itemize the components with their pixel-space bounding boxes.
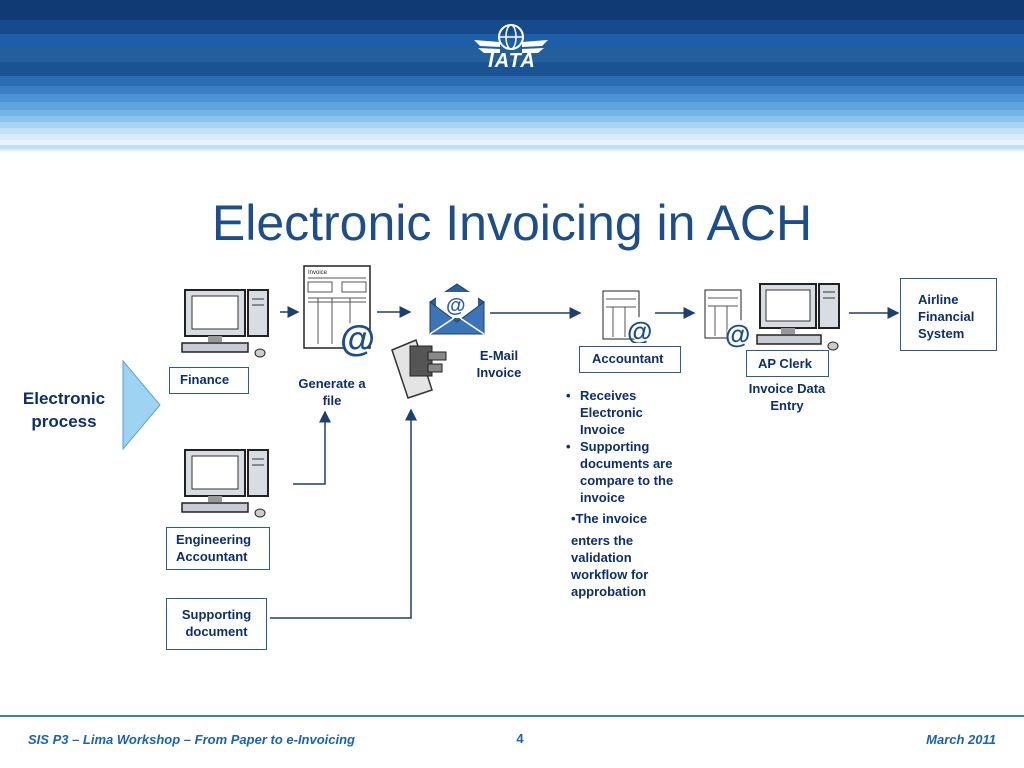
invoice-document-icon: Invoice @ — [303, 265, 375, 359]
invoice-bullet-first: •The invoice — [571, 511, 648, 526]
process-label: Electronic process — [22, 389, 106, 431]
process-chevron — [122, 360, 161, 450]
ap-clerk-box: AP Clerk — [746, 350, 829, 377]
page-number: 4 — [516, 731, 524, 746]
accountant-box: Accountant — [579, 346, 681, 373]
email-invoice-label: E-Mail Invoice — [476, 348, 522, 380]
airline-financial-system-box: Airline Financial System — [900, 278, 997, 351]
computer-icon — [181, 289, 269, 358]
generate-file-label: Generate a file — [298, 376, 366, 408]
supporting-document-box: Supporting document — [166, 598, 267, 650]
footer-divider — [0, 715, 1024, 717]
invoice-bullet-lines: enters the validation workflow for appro… — [571, 533, 649, 599]
finance-box: Finance — [169, 367, 249, 394]
svg-text:@: @ — [627, 316, 652, 343]
engineering-accountant-box: Engineering Accountant — [166, 527, 270, 570]
bullet-item: • Supporting documents are compare to th… — [566, 439, 674, 505]
footer-title: SIS P3 – Lima Workshop – From Paper to e… — [28, 732, 355, 747]
header-stripes — [0, 0, 1024, 151]
iata-logo: IATA — [488, 50, 536, 72]
page-title: Electronic Invoicing in ACH — [211, 195, 813, 251]
invoice-email-icon: @ — [602, 290, 653, 343]
invoice-data-entry-label: Invoice Data Entry — [748, 381, 826, 413]
svg-text:Invoice: Invoice — [308, 270, 328, 276]
svg-text:@: @ — [340, 318, 375, 359]
ap-clerk-workstation-icon: @ — [704, 283, 840, 351]
clipped-document-icon — [391, 338, 447, 399]
svg-text:@: @ — [446, 295, 466, 317]
bullet-item: • Receives Electronic Invoice — [566, 388, 643, 437]
computer-icon — [181, 449, 269, 518]
header-band: IATA — [0, 0, 1024, 160]
svg-text:@: @ — [725, 319, 750, 349]
email-envelope-icon: @ — [429, 283, 485, 335]
footer-date: March 2011 — [926, 732, 996, 747]
accountant-bullets: • Receives Electronic Invoice • Supporti… — [566, 387, 696, 506]
